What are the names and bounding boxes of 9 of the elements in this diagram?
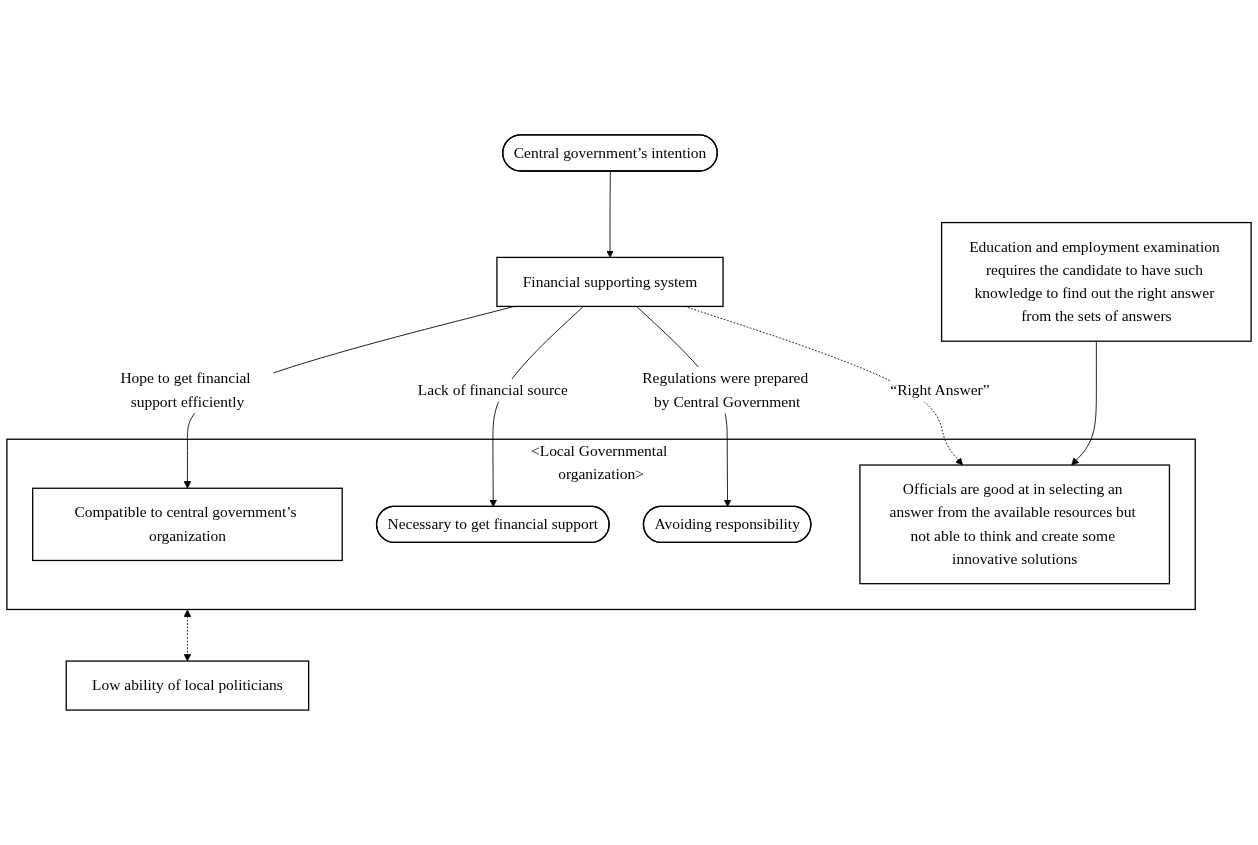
node-box: Low ability of local politicians: [65, 660, 310, 711]
edge-label: Hope to get financial support efficiently: [120, 369, 251, 411]
edge-label: Regulations were prepared by Central Government: [642, 369, 809, 411]
edge-label: “Right Answer”: [890, 381, 990, 399]
node-box: Officials are good at in selecting an answer from the available resources but not able to think and create some innovative solutions: [859, 464, 1171, 585]
node-box: Education and employment examination requires the candidate to have such knowledge to find out the right answer from the sets of answers: [940, 221, 1252, 342]
edge-label: Lack of financial source: [417, 381, 568, 399]
node-box: Financial supporting system: [496, 256, 724, 308]
node-box: Compatible to central government’s organization: [32, 487, 343, 562]
